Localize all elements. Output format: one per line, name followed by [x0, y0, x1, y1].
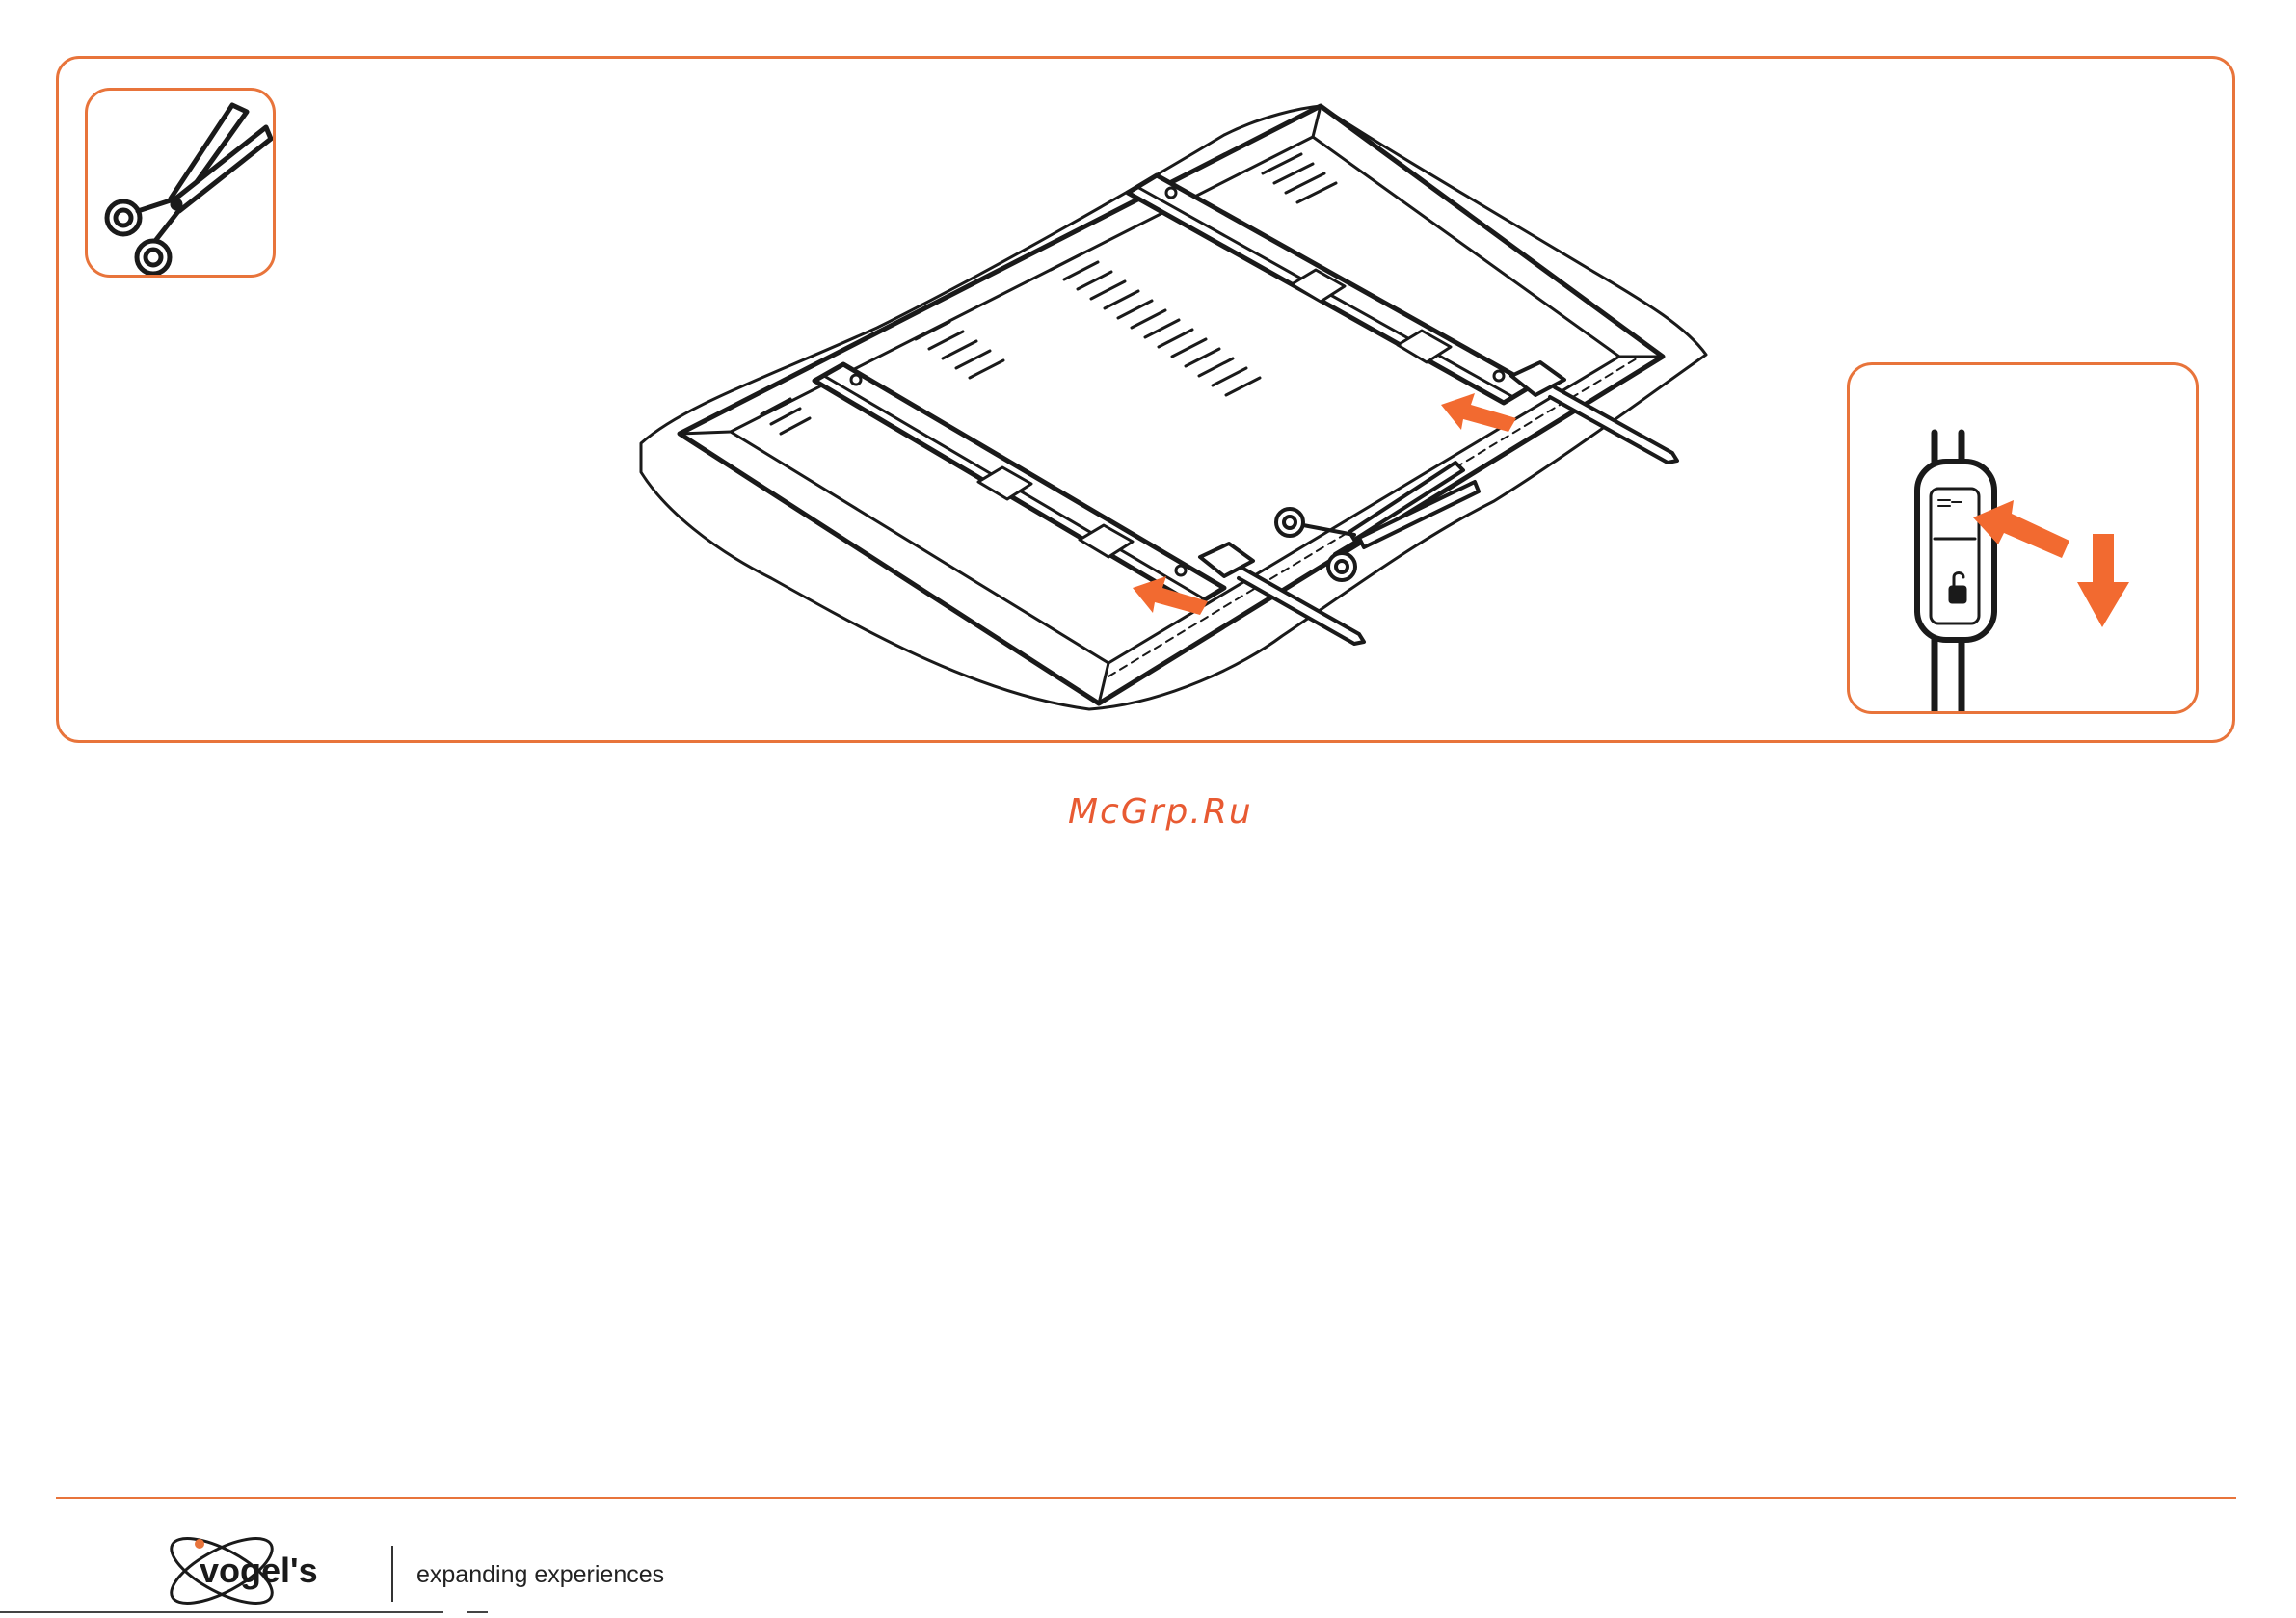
scissors-inset [85, 88, 276, 278]
lock-inset [1847, 362, 2199, 714]
watermark: McGrp.Ru [1068, 792, 1261, 832]
scissors-icon [88, 91, 276, 278]
vogels-logo: vogel's [159, 1532, 381, 1609]
bottom-mark [467, 1611, 488, 1613]
logo-divider [391, 1546, 393, 1602]
tv-back-illustration [627, 87, 1735, 723]
arrow-icon [2077, 534, 2129, 627]
bottom-line [0, 1611, 443, 1613]
brand-name: vogel's [200, 1551, 318, 1590]
footer-rule [56, 1497, 2236, 1499]
tagline: expanding experiences [416, 1561, 664, 1589]
